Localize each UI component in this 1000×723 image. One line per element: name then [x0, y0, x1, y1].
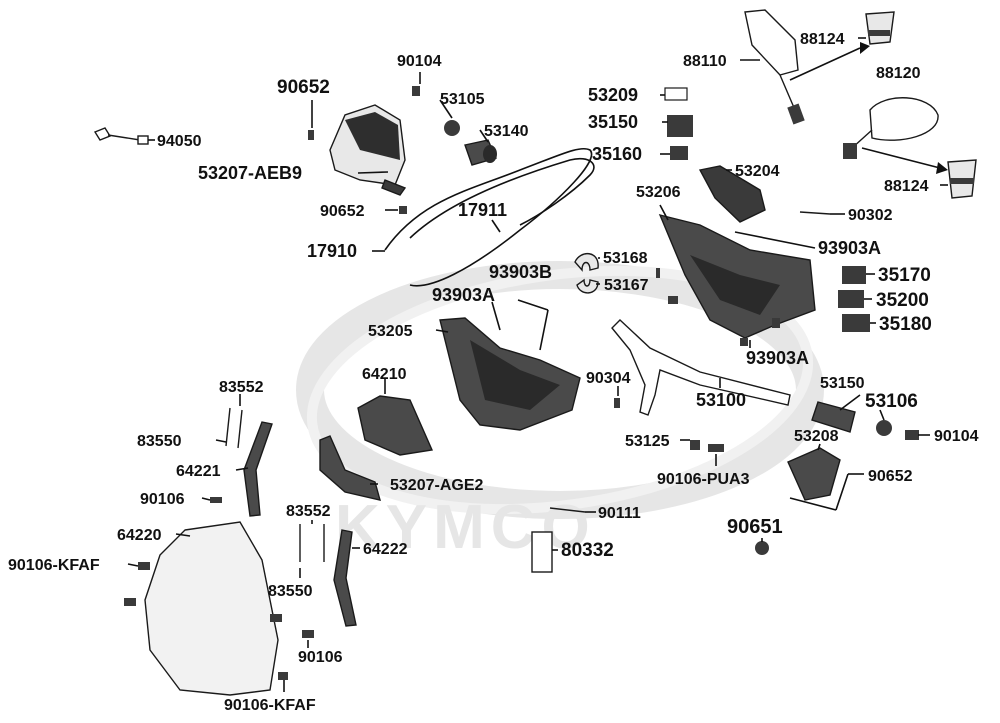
label-80332: 80332	[561, 540, 614, 561]
label-93903a-low: 93903A	[746, 348, 809, 368]
label-90652-mid: 90652	[320, 203, 365, 220]
label-35160: 35160	[592, 144, 642, 164]
label-53206: 53206	[636, 184, 681, 201]
label-53168: 53168	[603, 250, 648, 267]
label-93903b: 93903B	[489, 262, 552, 282]
part-88124-cap-bottom	[947, 159, 977, 199]
label-64222: 64222	[363, 541, 408, 558]
part-94050-cable-end	[93, 127, 149, 145]
part-64221-bracket	[243, 421, 273, 517]
label-83550-mid: 83550	[268, 583, 313, 600]
label-90106-left: 90106	[140, 491, 185, 508]
label-93903a-left: 93903A	[432, 285, 495, 305]
part-labels: 90104 90652 53105 53140 94050 53207-AEB9…	[8, 31, 979, 714]
leader-lines	[127, 37, 948, 692]
part-53207-age2-trim	[319, 435, 381, 501]
label-35150: 35150	[588, 112, 638, 132]
label-53150: 53150	[820, 375, 865, 392]
label-53167: 53167	[604, 277, 649, 294]
label-90302: 90302	[848, 207, 893, 224]
part-88124-cap-top	[865, 11, 895, 45]
part-53100-handlebar	[611, 319, 791, 416]
label-17910: 17910	[307, 241, 357, 261]
part-35150-switch	[664, 87, 693, 160]
label-64210: 64210	[362, 366, 407, 383]
label-53106: 53106	[865, 391, 918, 412]
label-53140: 53140	[484, 123, 529, 140]
label-90104-top: 90104	[397, 53, 442, 70]
label-64221: 64221	[176, 463, 221, 480]
label-94050: 94050	[157, 133, 202, 150]
part-53150-grip-right	[811, 401, 919, 440]
label-93903a-right: 93903A	[818, 238, 881, 258]
label-53100: 53100	[696, 390, 746, 410]
label-90106-kfaf-left: 90106-KFAF	[8, 557, 100, 574]
label-53207-age2: 53207-AGE2	[390, 477, 483, 494]
label-35170: 35170	[878, 265, 931, 286]
part-53140-grip	[444, 120, 497, 166]
part-bolts-83550	[124, 211, 831, 680]
label-90106-pua3: 90106-PUA3	[657, 471, 750, 488]
label-83550-top: 83550	[137, 433, 182, 450]
label-88124-top: 88124	[800, 31, 845, 48]
label-90104-right: 90104	[934, 428, 979, 445]
label-53204: 53204	[735, 163, 780, 180]
label-90111: 90111	[598, 505, 641, 522]
label-53105: 53105	[440, 91, 485, 108]
label-90652-top: 90652	[277, 77, 330, 98]
part-88120-mirror-right	[843, 97, 939, 159]
label-90106-low: 90106	[298, 649, 343, 666]
part-88110-mirror-left	[744, 9, 805, 125]
part-64222-bracket	[333, 529, 357, 627]
label-88120: 88120	[876, 65, 921, 82]
label-64220: 64220	[117, 527, 162, 544]
part-53205-front-cover	[439, 317, 581, 431]
label-53208: 53208	[794, 428, 839, 445]
label-88110: 88110	[683, 53, 727, 70]
label-90304: 90304	[586, 370, 631, 387]
part-53204-cover	[698, 165, 766, 223]
label-53207-aeb9: 53207-AEB9	[198, 163, 302, 183]
part-screws-top	[308, 86, 420, 214]
part-17911-cables	[384, 147, 595, 287]
label-35180: 35180	[879, 314, 932, 335]
part-53206-rear-cover	[658, 213, 816, 339]
label-90652-right: 90652	[868, 468, 913, 485]
label-90106-kfaf-bot: 90106-KFAF	[224, 697, 316, 714]
label-35200: 35200	[876, 290, 929, 311]
label-90651: 90651	[727, 516, 783, 538]
label-53125: 53125	[625, 433, 670, 450]
part-64220-windscreen	[144, 521, 279, 696]
part-53167-clamps	[574, 253, 599, 294]
label-53209: 53209	[588, 85, 638, 105]
part-80332-sleeve	[531, 531, 553, 573]
label-83552-top: 83552	[219, 379, 264, 396]
part-64210-panel	[357, 395, 434, 456]
part-switches-right	[838, 266, 870, 332]
label-88124-bot: 88124	[884, 178, 929, 195]
part-53207-aeb9-switch-cover	[329, 104, 407, 196]
label-53205: 53205	[368, 323, 413, 340]
part-53208-cover	[787, 447, 841, 501]
label-17911: 17911	[458, 200, 507, 220]
label-83552-mid: 83552	[286, 503, 331, 520]
